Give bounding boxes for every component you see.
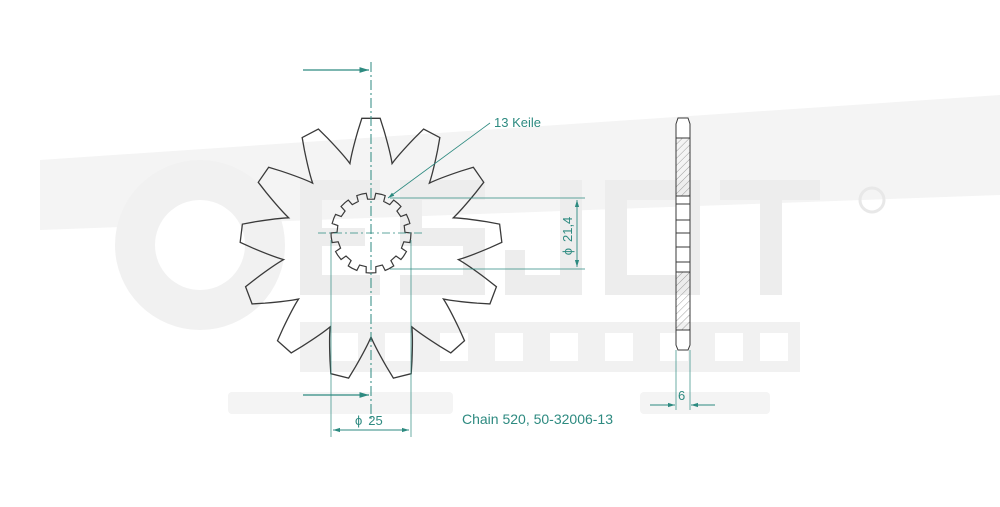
watermark-subbrand-letters [330, 333, 788, 361]
watermark-tagline-band [228, 392, 453, 414]
splines-leader [387, 122, 491, 199]
thickness-label: 6 [678, 388, 685, 403]
sprocket-outline [239, 117, 503, 379]
dim-21-4-label: ϕ21,4 [560, 217, 575, 256]
spline-hub-outline [330, 192, 412, 274]
side-view [650, 117, 715, 410]
watermark-tagline-band-right [640, 392, 770, 414]
splines-label: 13 Keile [494, 115, 541, 130]
caption: Chain 520, 50-32006-13 [462, 411, 613, 427]
watermark-logo [40, 95, 1000, 414]
